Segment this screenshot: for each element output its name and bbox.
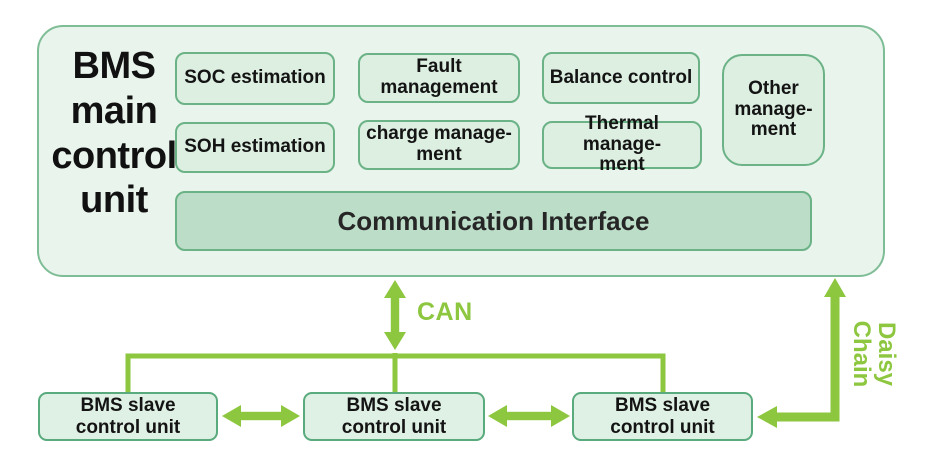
bms-slave-control-unit-1: BMS slave control unit — [38, 392, 218, 441]
module-label: charge manage- ment — [366, 123, 512, 165]
module-label: Thermal manage- ment — [582, 113, 662, 176]
module-soc-estimation: SOC estimation — [175, 52, 335, 105]
slave2-slave3-double-arrow — [488, 405, 570, 427]
module-charge-management: charge manage- ment — [358, 120, 520, 170]
daisy-chain-label: Daisy Chain — [847, 320, 900, 388]
module-label: Balance control — [549, 66, 693, 88]
can-label: CAN — [417, 298, 473, 326]
module-label: Other manage- ment — [734, 78, 813, 141]
module-balance-control: Balance control — [542, 52, 700, 104]
slave1-slave2-double-arrow — [222, 405, 300, 427]
bms-slave-control-unit-3: BMS slave control unit — [572, 392, 753, 441]
module-thermal-management: Thermal manage- ment — [542, 114, 702, 175]
module-fault-management: Fault management — [358, 53, 520, 103]
main-unit-title: BMS main control unit — [51, 45, 177, 222]
can-double-arrow — [384, 280, 406, 350]
module-other-management: Other manage- ment — [722, 54, 825, 166]
slave-unit-label: BMS slave control unit — [341, 394, 447, 438]
can-bus-line — [125, 353, 666, 392]
module-label: SOC estimation — [184, 67, 326, 89]
module-label: SOH estimation — [184, 136, 326, 158]
module-soh-estimation: SOH estimation — [175, 122, 335, 173]
slave-unit-label: BMS slave control unit — [610, 394, 715, 438]
bms-slave-control-unit-2: BMS slave control unit — [303, 392, 485, 441]
slave-unit-label: BMS slave control unit — [75, 394, 181, 438]
communication-interface-label: Communication Interface — [337, 205, 650, 236]
module-label: Fault management — [380, 56, 498, 98]
daisy-chain-arrow — [757, 278, 846, 428]
communication-interface-box: Communication Interface — [175, 191, 812, 251]
